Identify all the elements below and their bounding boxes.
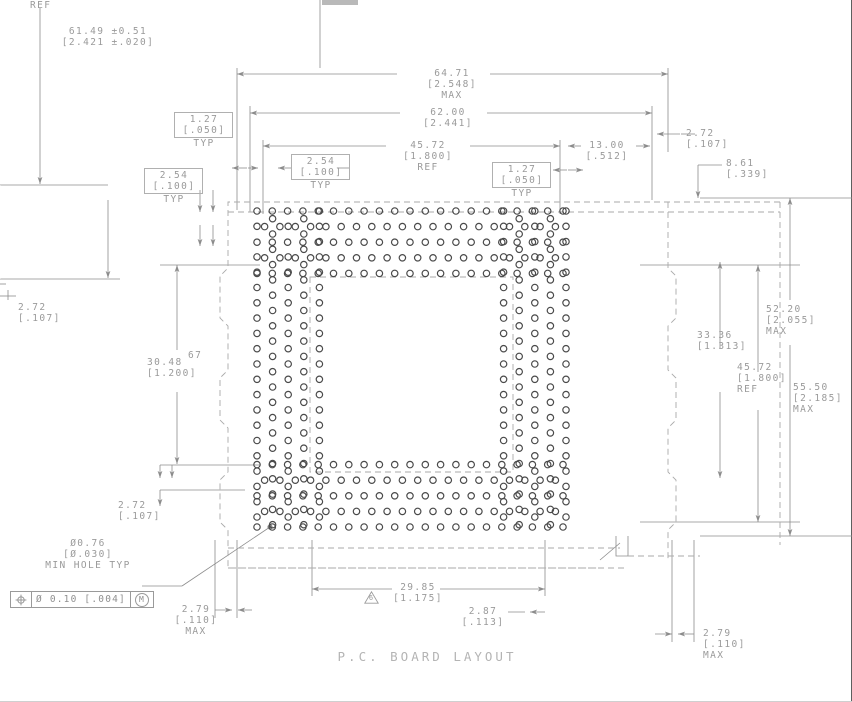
gdt-modifier-cell: M [131, 592, 153, 607]
dim-55-50: 55.50 [2.185] MAX [793, 382, 843, 416]
dim-2-54-mid: 2.54 [.100] [299, 156, 343, 179]
dim-1-27-right: 1.27 [.050] [500, 164, 544, 187]
dim-2-79-right: 2.79 [.110] MAX [703, 628, 746, 662]
dim-2-72-left: 2.72 [.107] [18, 302, 61, 325]
dim-2-72-lower-left: 2.72 [.107] [118, 500, 161, 523]
callout-box-1-27-right [492, 162, 551, 188]
dim-62-00: 62.00 [2.441] [423, 107, 473, 130]
dim-8-61: 8.61 [.339] [726, 158, 769, 181]
dim-1-27-left-typ: TYP [193, 138, 215, 149]
dim-64-71: 64.71 [2.548] MAX [427, 68, 477, 102]
revision-flag-number: 6 [368, 594, 374, 602]
dim-45-72-ref-right: 45.72 [1.800] REF [737, 362, 787, 396]
dim-2-87: 2.87 [.113] [461, 606, 505, 629]
dim-1-27-left: 1.27 [.050] [182, 114, 226, 137]
dim-2-54-left-typ: TYP [163, 194, 185, 205]
callout-box-1-27-left [174, 112, 233, 138]
dim-29-85: 29.85 [1.175] [393, 582, 443, 605]
note-min-hole: Ø0.76 [Ø.030] MIN HOLE TYP [45, 538, 131, 572]
dim-30-48: 30.48 [1.200] [147, 357, 197, 380]
dim-13-00: 13.00 [.512] [585, 140, 629, 163]
dim-52-20: 52.20 [2.055] MAX [766, 304, 816, 338]
revision-flag-icon [364, 591, 379, 604]
dim-1-27-right-typ: TYP [511, 188, 533, 199]
gdt-tolerance-value: Ø 0.10 [.004] [32, 592, 131, 607]
top-marker-bar [322, 0, 358, 5]
dim-overall-width-tolerance: 61.49 ±0.51 [2.421 ±.020] [61, 26, 155, 49]
mmc-modifier-icon: M [134, 592, 149, 607]
dim-2-79-left: 2.79 [.110] MAX [174, 604, 218, 638]
dim-2-54-mid-typ: TYP [310, 180, 332, 191]
position-symbol-glyph [15, 594, 27, 605]
dim-33-36: 33.36 [1.313] [697, 330, 747, 353]
dim-2-54-left: 2.54 [.100] [152, 170, 196, 193]
callout-box-2-54-mid [291, 154, 350, 180]
position-symbol-icon [11, 592, 32, 607]
dim-45-72-ref-top: 45.72 [1.800] REF [403, 140, 453, 174]
note-67: 67 [188, 350, 203, 361]
ref-label-top-left: REF [30, 0, 52, 11]
gdt-feature-control-frame: Ø 0.10 [.004] M [10, 591, 154, 608]
callout-box-2-54-left [144, 168, 203, 194]
dim-2-72-top-right: 2.72 [.107] [686, 128, 729, 151]
pad-array [253, 207, 570, 531]
drawing-title: P.C. BOARD LAYOUT [337, 649, 517, 664]
